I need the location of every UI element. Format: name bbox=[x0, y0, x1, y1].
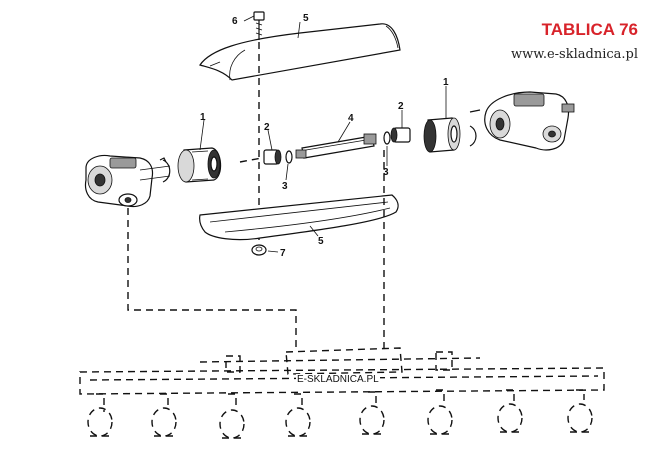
rotor-unit bbox=[567, 389, 593, 433]
left-bushing-part bbox=[263, 149, 282, 165]
callout-1-right: 1 bbox=[443, 77, 449, 88]
rotor-unit bbox=[359, 391, 385, 435]
left-gearbox-part bbox=[84, 154, 171, 208]
rotor-unit bbox=[427, 389, 453, 435]
shaft-part bbox=[239, 133, 377, 163]
callout-3-right: 3 bbox=[383, 167, 389, 178]
callout-6: 6 bbox=[232, 16, 238, 27]
machine-frame bbox=[79, 347, 605, 439]
callout-3-left: 3 bbox=[282, 181, 288, 192]
right-gearbox-part bbox=[469, 91, 575, 151]
callout-labels: 6 5 1 2 4 1 2 3 3 5 7 bbox=[200, 13, 449, 259]
nut-part bbox=[251, 244, 267, 256]
callout-leaders bbox=[199, 15, 447, 253]
website-url: www.e-skladnica.pl bbox=[510, 47, 638, 62]
rotor-unit bbox=[87, 393, 113, 437]
left-coupling-part bbox=[177, 147, 222, 183]
rotor-unit bbox=[151, 393, 177, 437]
right-bushing-part bbox=[390, 127, 411, 143]
callout-2-left: 2 bbox=[264, 122, 270, 133]
top-cover-part bbox=[199, 23, 401, 81]
reference-lines bbox=[127, 150, 385, 352]
callout-1-left: 1 bbox=[200, 112, 206, 123]
callout-5-bottom: 5 bbox=[318, 236, 324, 247]
watermark-text: E-SKLADNICA.PL bbox=[296, 374, 380, 385]
callout-2-right: 2 bbox=[398, 101, 404, 112]
rotor-unit bbox=[285, 393, 311, 437]
left-washer-part bbox=[285, 150, 293, 164]
right-coupling-part bbox=[423, 117, 477, 153]
plate-title: TABLICA 76 bbox=[541, 20, 638, 39]
callout-4: 4 bbox=[348, 113, 354, 124]
rotor-unit bbox=[497, 389, 523, 433]
bottom-cover-part bbox=[199, 194, 399, 241]
right-washer-part bbox=[383, 131, 391, 145]
rotor-unit bbox=[219, 393, 245, 439]
callout-7: 7 bbox=[280, 248, 286, 259]
callout-5-top: 5 bbox=[303, 13, 309, 24]
